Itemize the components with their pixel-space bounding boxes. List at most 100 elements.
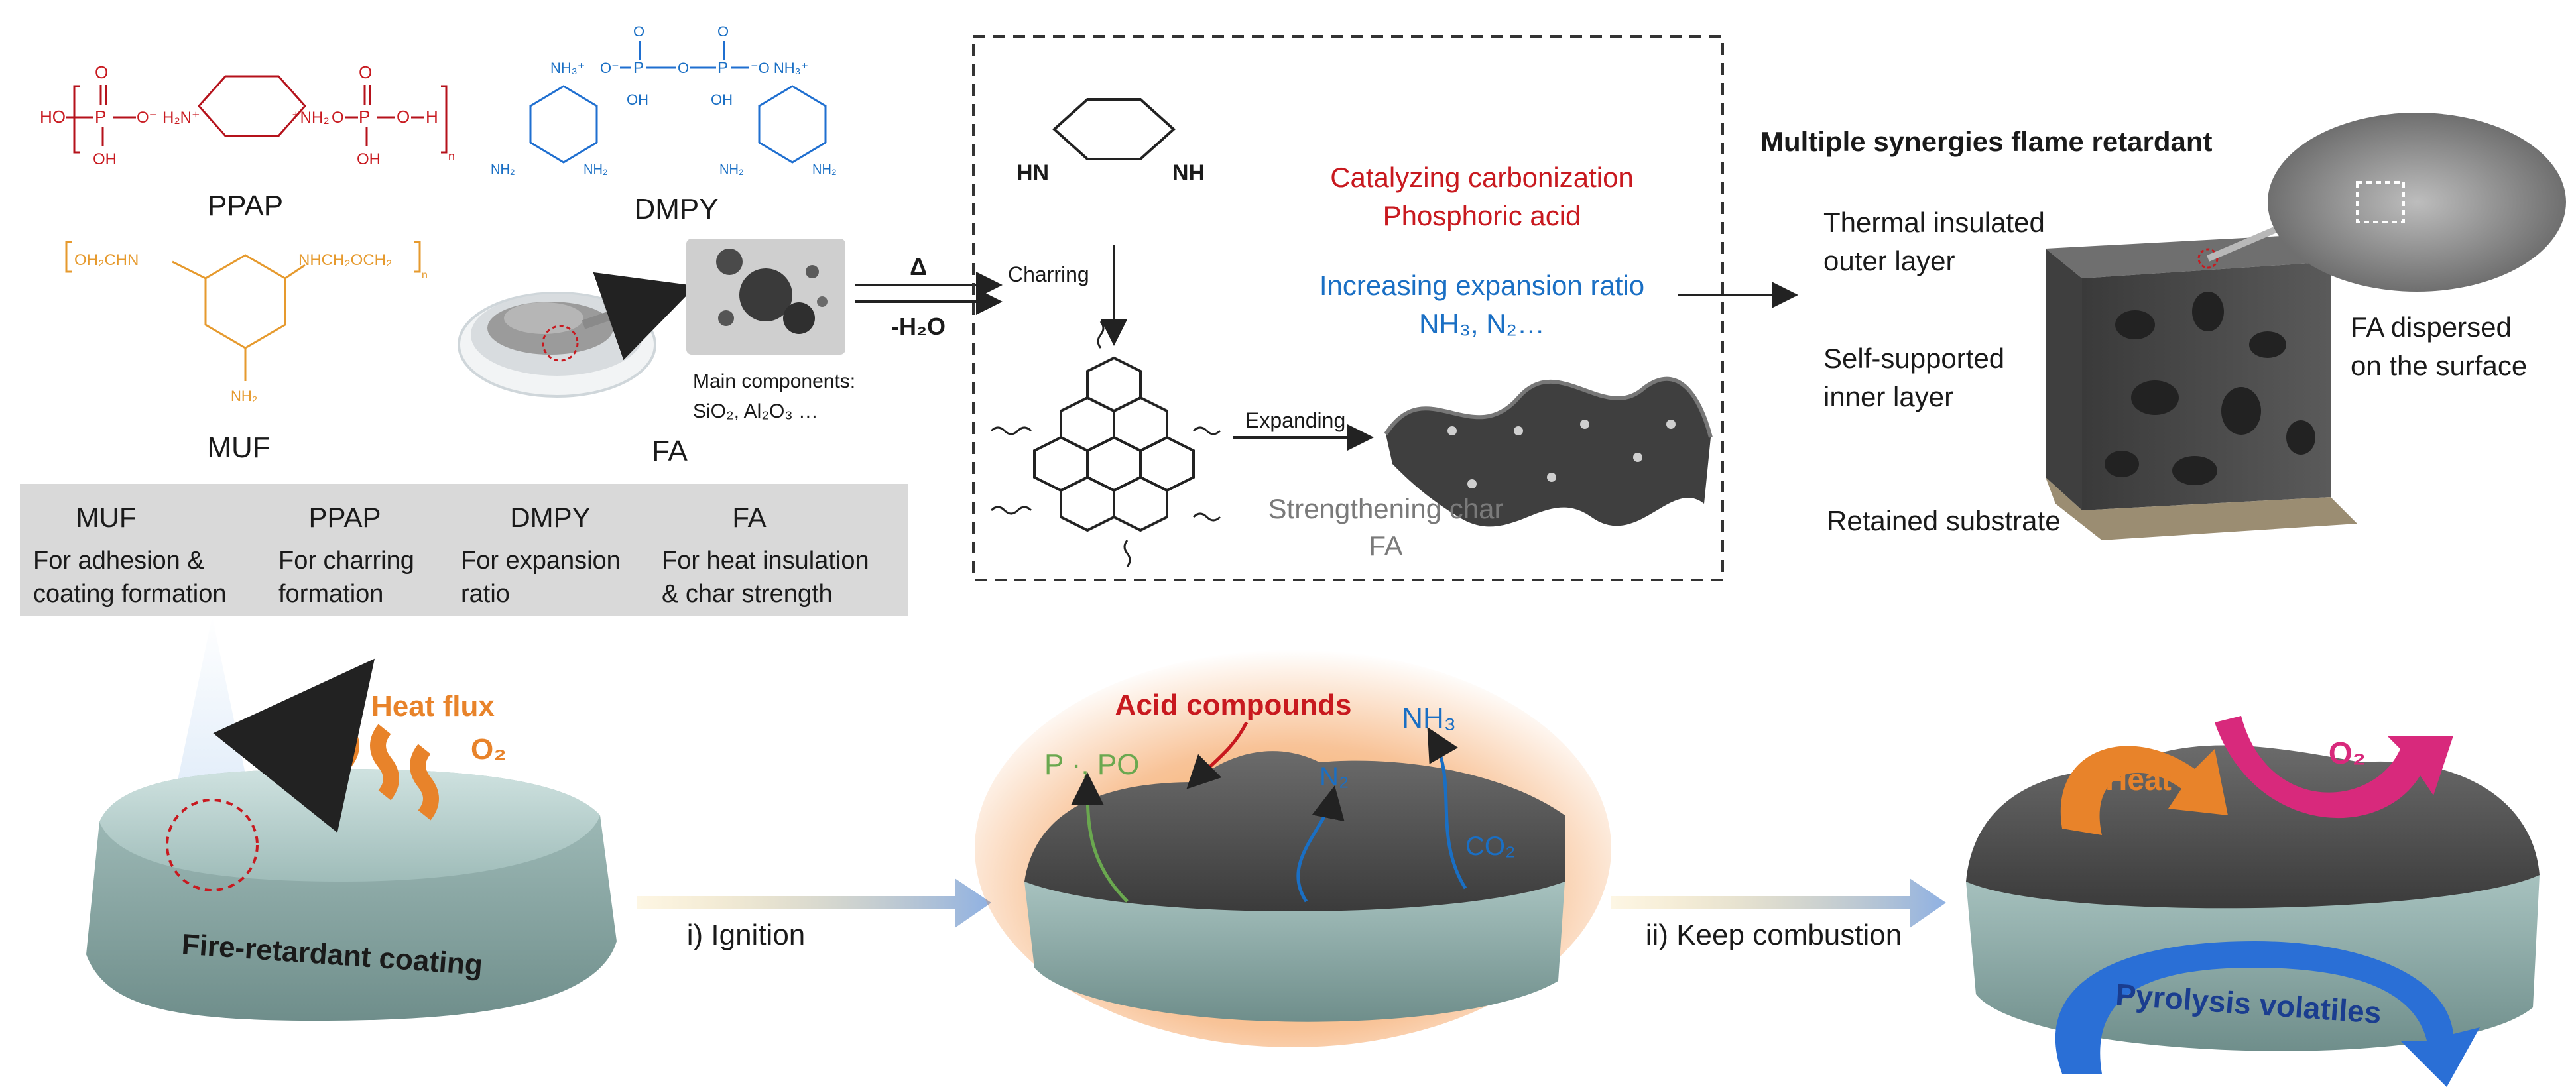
fa-particles-panel: [686, 239, 845, 355]
nh3-label: NH₃: [1402, 702, 1455, 734]
roles-table: MUF PPAP DMPY FA For adhesion & coating …: [33, 502, 869, 608]
fa-zoom-arrow: [582, 272, 696, 361]
selfsupported-line2: inner layer: [1823, 381, 1953, 412]
role-muf-line2: coating formation: [33, 580, 227, 608]
ignition-label: i) Ignition: [687, 919, 806, 951]
burning-slab: [1024, 751, 1565, 1022]
muf-right-group: NHCH₂OCH₂: [298, 251, 392, 269]
role-fa-line1: For heat insulation: [662, 547, 869, 575]
dmpy-label: DMPY: [634, 193, 718, 225]
role-muf-line1: For adhesion &: [33, 547, 204, 575]
expanded-char-sheet: [1384, 376, 1713, 527]
ppap-p2: P: [359, 107, 370, 127]
dmpy-nh3-right: ⁻O NH₃⁺: [751, 60, 808, 76]
dmpy-o-top2: O: [717, 23, 729, 40]
dmpy-nh2-4: NH₂: [812, 162, 837, 177]
ppap-nh2: ⁺NH₂: [292, 109, 330, 127]
o2-arrow: [2215, 716, 2453, 819]
foam-char-block: [2046, 215, 2357, 540]
dmpy-oh1: OH: [627, 91, 648, 108]
ppap-ominus: O⁻: [137, 109, 157, 127]
muf-nh2: NH₂: [231, 388, 257, 404]
dmpy-nh2-1: NH₂: [491, 162, 515, 177]
acid-compounds-label: Acid compounds: [1115, 689, 1352, 721]
ppap-structure: HO P O OH O⁻ H₂N⁺ ⁺NH₂ O P O OH O H n: [40, 62, 455, 168]
role-dmpy-line2: ratio: [461, 580, 510, 608]
co2-label: CO₂: [1465, 832, 1516, 861]
keep-combustion-label: ii) Keep combustion: [1646, 919, 1902, 951]
delta-label: Δ: [910, 253, 927, 280]
p-po-label: P ·, PO: [1044, 748, 1139, 781]
pyrolysis-arrow: [2055, 941, 2480, 1087]
dmpy-o-minus-left: O⁻: [600, 60, 619, 76]
fa-dispersed-line1: FA dispersed: [2351, 312, 2512, 343]
ppap-oh-bottom2: OH: [357, 150, 381, 168]
dmpy-structure: NH₃⁺ O⁻ P O OH O P O OH ⁻O NH₃⁺ NH₂ NH₂ …: [491, 23, 837, 177]
dmpy-p2: P: [717, 59, 728, 77]
p-po-arrow: [1071, 772, 1129, 903]
o2-label-stage1: O₂: [471, 733, 507, 766]
charring-label: Charring: [1008, 262, 1089, 286]
sem-inset: [2268, 113, 2566, 292]
expanding-label: Expanding: [1245, 408, 1345, 432]
role-header-ppap: PPAP: [309, 502, 381, 533]
muf-structure: OH₂CHN NHCH₂OCH₂ n NH₂: [65, 241, 428, 404]
ppap-ho: HO: [40, 107, 66, 127]
fa-label: FA: [652, 435, 688, 467]
nh3-arrow: [1427, 726, 1467, 890]
piperazine-ring: HN NH: [1016, 98, 1205, 186]
ppap-n-subscript: n: [448, 150, 455, 163]
coating-slab-1: [86, 769, 617, 1021]
ppap-h-end: H: [426, 107, 438, 127]
gases-label: NH₃, N₂…: [1419, 308, 1545, 339]
ppap-o-top: O: [95, 62, 108, 82]
ppap-h2n: H₂N⁺: [162, 109, 200, 127]
dmpy-o-top1: O: [633, 23, 644, 40]
phosphoric-label: Phosphoric acid: [1383, 200, 1581, 231]
piperazine-nh: NH: [1172, 160, 1205, 186]
dmpy-o-bridge: O: [678, 60, 689, 76]
dmpy-nh3-left: NH₃⁺: [550, 60, 585, 76]
heat-flux-waves: [213, 658, 439, 833]
ppap-o-top2: O: [359, 62, 372, 82]
ppap-label: PPAP: [208, 190, 283, 222]
role-fa-line2: & char strength: [662, 580, 833, 608]
strengthening-label: Strengthening char: [1268, 493, 1504, 524]
o2-label-stage3: O₂: [2329, 736, 2366, 770]
dmpy-p1: P: [633, 59, 644, 77]
ppap-o-right: O: [397, 107, 410, 127]
ppap-oh-bottom: OH: [93, 150, 117, 168]
thermal-line1: Thermal insulated: [1823, 207, 2045, 238]
ppap-o-bridge: O: [332, 109, 344, 127]
strengthening-fa-label: FA: [1369, 530, 1402, 561]
retained-substrate-label: Retained substrate: [1827, 505, 2061, 536]
role-ppap-line2: formation: [278, 580, 383, 608]
graphitic-char-structure: [990, 321, 1221, 567]
heat-flux-label: Heat flux: [371, 690, 495, 722]
fa-dispersed-line2: on the surface: [2351, 350, 2527, 381]
heat-arrow: [2060, 746, 2228, 835]
thermal-line2: outer layer: [1823, 245, 1955, 276]
acid-arrow: [1186, 721, 1249, 789]
dmpy-oh2: OH: [711, 91, 733, 108]
role-header-fa: FA: [732, 502, 766, 533]
synergy-title: Multiple synergies flame retardant: [1760, 126, 2213, 157]
role-header-muf: MUF: [76, 502, 137, 533]
mechanism-box: [972, 35, 1724, 581]
increasing-label: Increasing expansion ratio: [1319, 270, 1644, 301]
role-header-dmpy: DMPY: [510, 502, 590, 533]
ppap-p1: P: [95, 107, 106, 127]
catalyzing-label: Catalyzing carbonization: [1330, 162, 1634, 193]
heat-label: Heat: [2105, 762, 2172, 797]
n2-arrow: [1296, 785, 1345, 903]
n2-label: N₂: [1319, 762, 1349, 791]
role-ppap-line1: For charring: [278, 547, 414, 575]
role-dmpy-line1: For expansion: [461, 547, 621, 575]
roles-panel: [20, 484, 908, 616]
piperazine-hn: HN: [1016, 160, 1049, 186]
dmpy-nh2-3: NH₂: [719, 162, 744, 177]
ignition-arrow: [637, 878, 991, 928]
reaction-input-arrows: Δ -H₂O: [855, 253, 1003, 340]
fa-components-title: Main components:: [693, 371, 855, 392]
